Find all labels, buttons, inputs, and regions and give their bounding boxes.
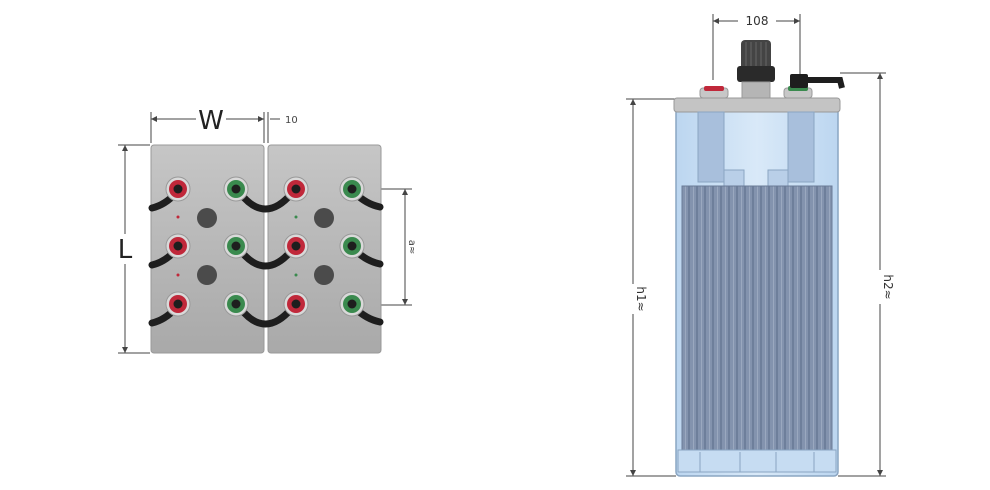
terminal-positive: [165, 291, 191, 317]
vent-plug: [197, 265, 217, 285]
jar-bottom: [677, 449, 837, 473]
gap-label: 10: [285, 115, 298, 126]
terminal-negative: [339, 291, 365, 317]
height2-dimension: h2≈: [838, 72, 895, 477]
vent-plug: [314, 208, 334, 228]
terminal-positive: [165, 176, 191, 202]
terminal-positive: [283, 291, 309, 317]
side-terminal-positive: [699, 86, 729, 99]
positive-terminals: [165, 176, 309, 317]
pitch-label: a≈: [406, 240, 417, 255]
length-dimension: L: [118, 144, 150, 354]
terminal-negative: [223, 233, 249, 259]
vent-plug: [314, 265, 334, 285]
height2-label: h2≈: [881, 274, 895, 299]
terminal-positive: [283, 176, 309, 202]
pole-bridge-left: [697, 111, 725, 183]
connector-cables: [148, 189, 384, 328]
top-dim-label: 108: [746, 14, 769, 28]
pole-bridge-right: [787, 111, 815, 183]
vent-plug-side: [737, 40, 775, 99]
top-dimension: 108: [712, 14, 801, 80]
terminal-negative: [223, 291, 249, 317]
top-view: W 10 L a≈: [118, 106, 417, 354]
terminal-negative: [339, 233, 365, 259]
length-label: L: [118, 235, 133, 265]
terminal-positive: [283, 233, 309, 259]
width-label: W: [198, 106, 224, 136]
negative-terminals: [223, 176, 365, 317]
height1-label: h1≈: [634, 286, 648, 311]
cell-lid: [673, 97, 841, 113]
width-dimension: W 10: [150, 106, 298, 143]
height1-dimension: h1≈: [626, 98, 676, 477]
electrode-plates: [681, 185, 833, 451]
terminal-negative: [223, 176, 249, 202]
side-terminal-negative: [783, 74, 845, 99]
terminal-positive: [165, 233, 191, 259]
vent-plug: [197, 208, 217, 228]
terminal-negative: [339, 176, 365, 202]
side-view: 108 h1≈ h2≈: [626, 14, 895, 477]
